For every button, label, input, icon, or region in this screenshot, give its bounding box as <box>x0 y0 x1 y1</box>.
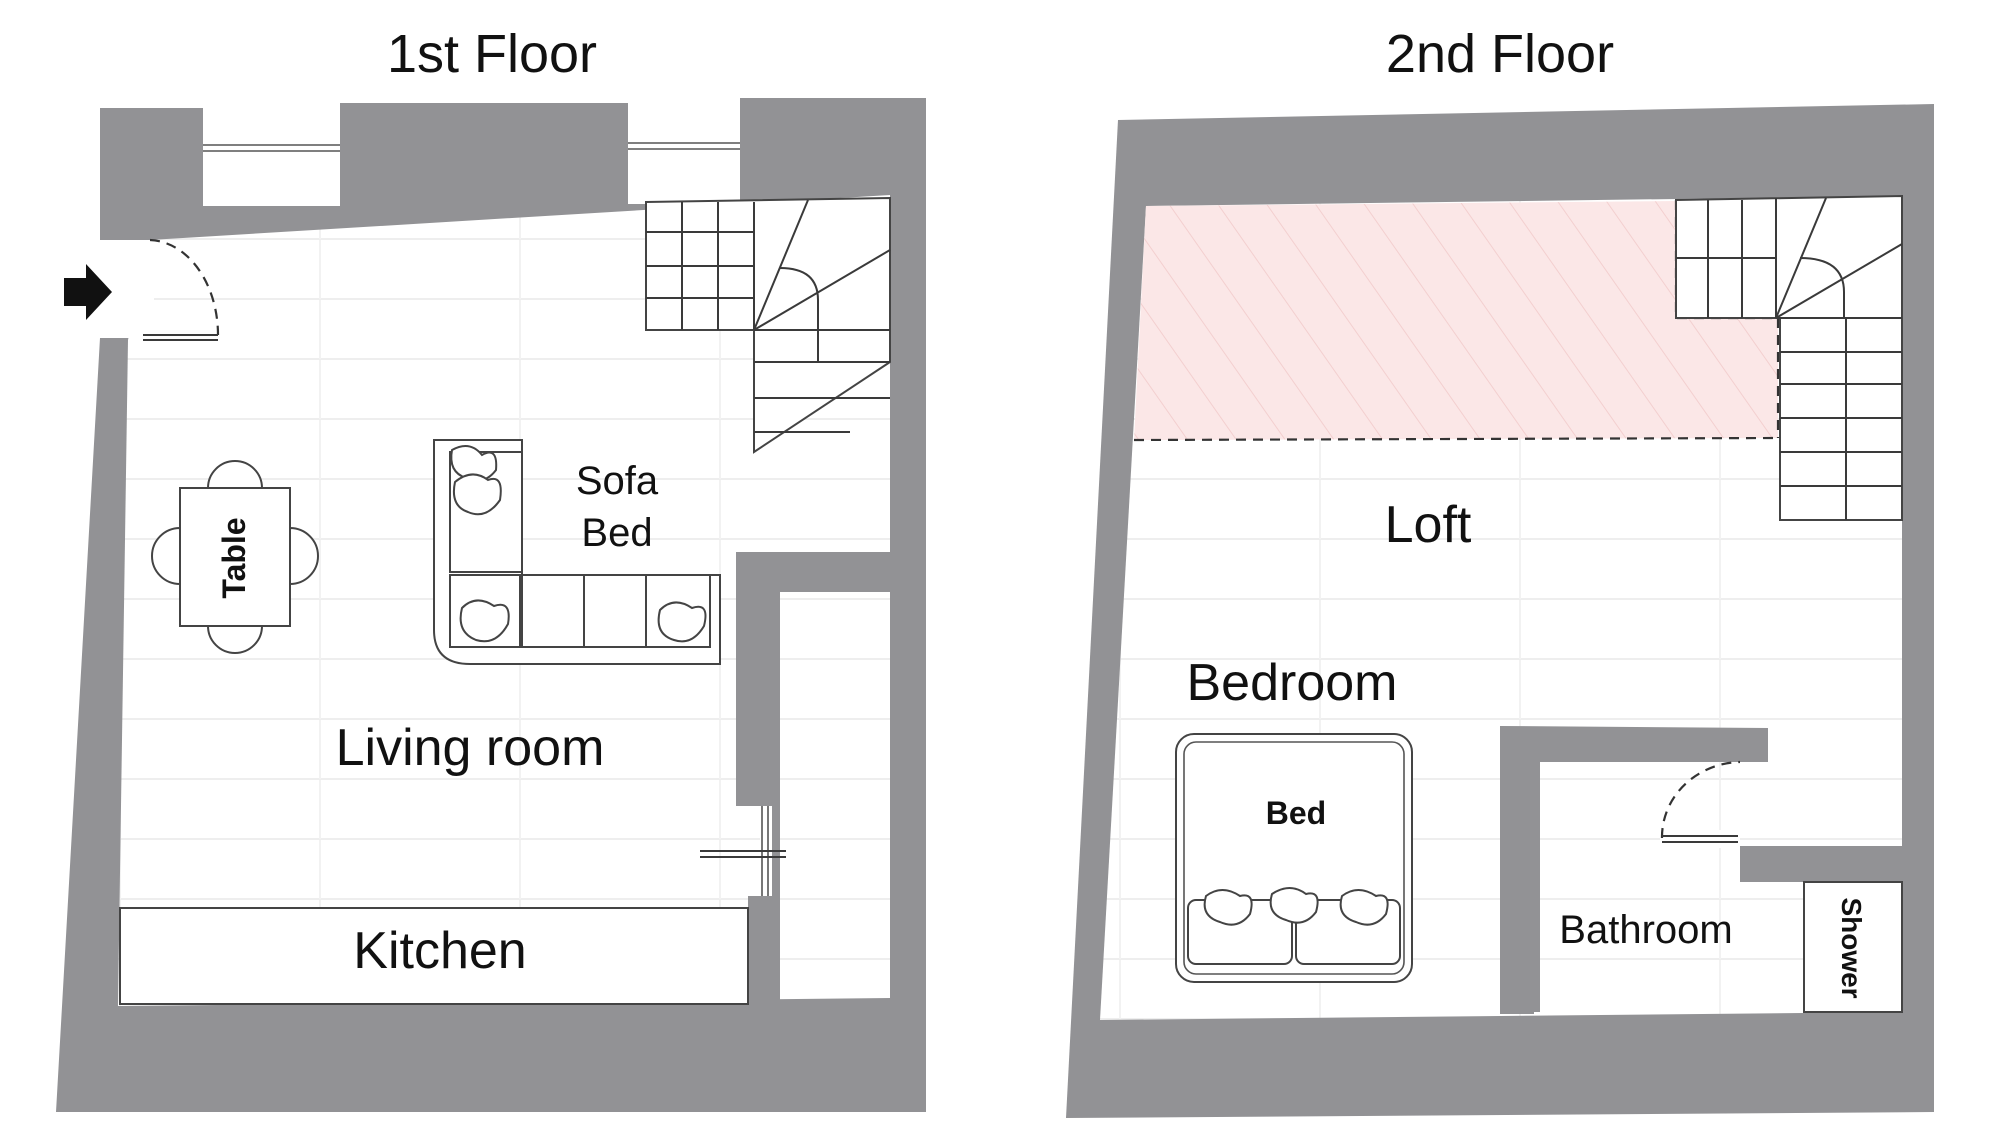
window-left <box>203 140 340 156</box>
dining-table <box>151 460 319 654</box>
bathroom-label: Bathroom <box>1559 908 1732 952</box>
sofa-bed-label-line1: Sofa <box>576 459 659 503</box>
entrance-arrow-icon <box>64 264 112 320</box>
table-label: Table <box>216 517 252 598</box>
kitchen-label: Kitchen <box>353 922 526 980</box>
loft-edge-line <box>1133 436 1779 442</box>
entrance-door-swing <box>149 238 220 336</box>
bed <box>1175 733 1413 983</box>
first-floor-plan <box>56 98 926 1112</box>
staircase-first-floor <box>645 196 891 454</box>
bed-label: Bed <box>1266 795 1326 831</box>
first-floor-title: 1st Floor <box>387 24 597 84</box>
shower-label: Shower <box>1836 897 1867 998</box>
second-floor-plan <box>1066 104 1934 1118</box>
bedroom-label: Bedroom <box>1187 654 1398 712</box>
sofa-bed-label-line2: Bed <box>581 511 652 555</box>
staircase-second-floor <box>1675 194 1903 521</box>
shower-tray <box>1803 881 1903 1013</box>
sofa-bed <box>433 439 721 665</box>
loft-open-void <box>1134 200 1778 440</box>
bathroom-door-swing <box>1660 760 1741 839</box>
window-right <box>628 138 740 154</box>
loft-label: Loft <box>1385 496 1472 554</box>
second-floor-title: 2nd Floor <box>1386 24 1614 84</box>
living-room-label: Living room <box>336 719 605 777</box>
kitchen-counter <box>119 907 749 1005</box>
